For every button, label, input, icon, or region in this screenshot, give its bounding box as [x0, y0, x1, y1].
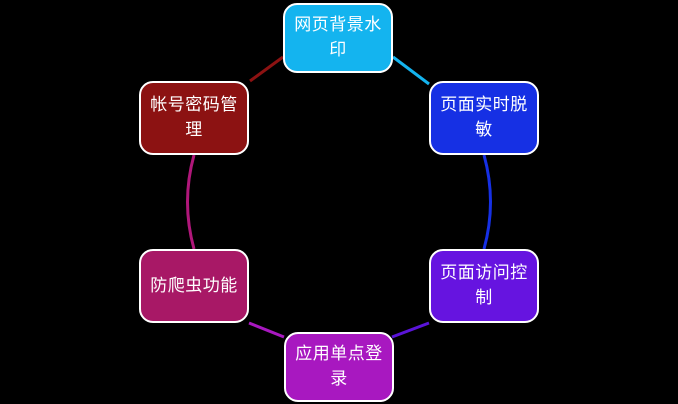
node-label: 网页背景水印: [294, 15, 382, 60]
connector-account-to-watermark: [249, 55, 284, 83]
node-web-page-background-watermark[interactable]: 网页背景水印: [283, 3, 393, 73]
node-account-password-management[interactable]: 帐号密码管理: [139, 81, 249, 155]
node-label: 页面实时脱敏: [440, 95, 528, 140]
node-page-realtime-desensitization[interactable]: 页面实时脱敏: [429, 81, 539, 155]
connector-access-control-to-sso: [391, 321, 430, 339]
node-anti-crawler-function[interactable]: 防爬虫功能: [139, 249, 249, 323]
node-page-access-control[interactable]: 页面访问控制: [429, 249, 539, 323]
connector-sso-to-anti-crawler: [248, 321, 285, 339]
connector-desensitization-to-access-control: [482, 154, 492, 250]
node-application-single-sign-on[interactable]: 应用单点登录: [284, 332, 394, 402]
node-label: 页面访问控制: [440, 263, 528, 308]
node-label: 应用单点登录: [295, 344, 383, 389]
connector-anti-crawler-to-account: [186, 154, 196, 250]
node-label: 帐号密码管理: [150, 95, 238, 140]
connector-watermark-to-desensitization: [392, 55, 430, 86]
node-label: 防爬虫功能: [150, 275, 238, 296]
